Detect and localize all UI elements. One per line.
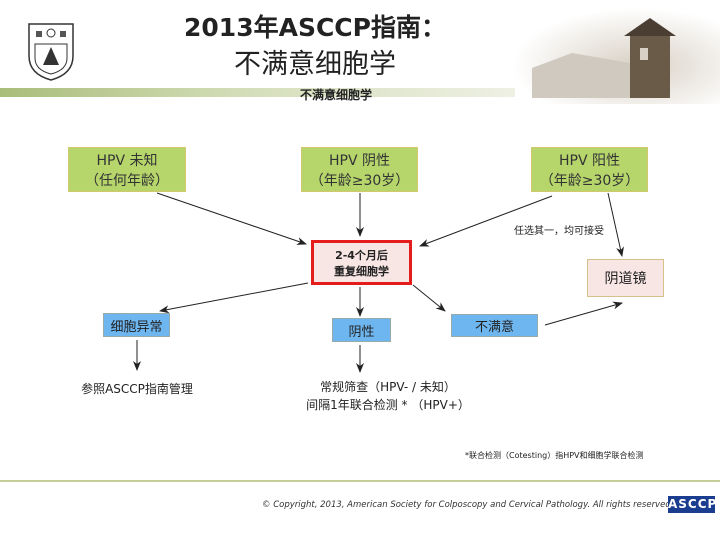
asccp-logo: ASCCP — [668, 496, 718, 513]
title-line-1: 2013年ASCCP指南： — [184, 13, 446, 42]
copyright: © Copyright, 2013, American Society for … — [262, 500, 674, 510]
repeat-action: 重复细胞学 — [334, 264, 389, 278]
hpv-unknown-label: HPV 未知 — [96, 152, 158, 169]
footer-divider — [0, 480, 720, 482]
header-bar — [0, 88, 515, 97]
hpv-negative-label: HPV 阴性 — [329, 152, 390, 169]
arrow-repeat-to-unsatisfactory — [412, 284, 446, 312]
abnormal-box: 细胞异常 — [103, 313, 170, 337]
hpv-negative-box: HPV 阴性 （年龄≥30岁） — [301, 147, 418, 192]
negative-box: 阴性 — [332, 318, 391, 342]
university-logo — [28, 23, 74, 81]
hpv-unknown-age: （任何年龄） — [85, 172, 169, 189]
hpv-unknown-box: HPV 未知 （任何年龄） — [68, 147, 186, 192]
title-line-2: 不满意细胞学 — [234, 49, 396, 80]
hpv-positive-age: （年龄≥30岁） — [539, 172, 640, 189]
colposcopy-box: 阴道镜 — [587, 259, 664, 297]
arrow-unsatisfactory-to-colposcopy — [544, 301, 623, 326]
hpv-positive-box: HPV 阳性 （年龄≥30岁） — [531, 147, 648, 192]
hpv-positive-label: HPV 阳性 — [559, 152, 620, 169]
building-image — [512, 8, 720, 104]
negative-action-1: 常规筛查（HPV- / 未知） — [320, 380, 456, 394]
unsatisfactory-box: 不满意 — [451, 314, 538, 337]
arrow-unknown-to-repeat — [156, 192, 307, 245]
hpv-negative-age: （年龄≥30岁） — [309, 172, 410, 189]
negative-action-2: 间隔1年联合检测 * （HPV+） — [306, 398, 470, 412]
arrow-positive-to-repeat — [419, 195, 553, 247]
either-note: 任选其一，均可接受 — [514, 226, 604, 237]
arrow-repeat-to-abnormal — [159, 282, 309, 314]
arrow-positive-to-colposcopy — [607, 192, 624, 257]
footnote: *联合检测（Cotesting）指HPV和细胞学联合检测 — [465, 451, 644, 460]
repeat-interval: 2-4个月后 — [335, 248, 388, 262]
subtitle: 不满意细胞学 — [300, 88, 373, 102]
abnormal-action: 参照ASCCP指南管理 — [81, 382, 193, 396]
repeat-cytology-box: 2-4个月后 重复细胞学 — [311, 240, 412, 285]
